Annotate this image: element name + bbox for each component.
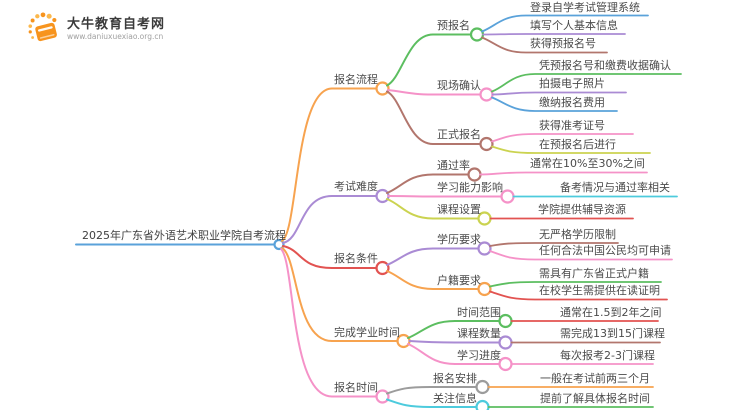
label-tongguolv[interactable]: 通过率 xyxy=(437,159,470,172)
label-beikao-xiangguan[interactable]: 备考情况与通过率相关 xyxy=(560,181,670,194)
edge-kaoshi-nandu xyxy=(282,195,333,244)
label-huode-yubaominghao[interactable]: 获得预报名号 xyxy=(530,37,596,50)
label-baoming-tiaojian[interactable]: 报名条件 xyxy=(334,252,378,265)
edge-zhengshi-baoming xyxy=(386,90,434,145)
node-xueli-yaoqiu[interactable] xyxy=(477,241,492,256)
edge-baoming-anpai xyxy=(386,386,431,395)
edge-xuexi-nengli xyxy=(387,195,434,198)
leafline-paishe-zhaopian xyxy=(491,91,627,96)
label-jiaona-feiyong[interactable]: 缴纳报名费用 xyxy=(539,96,605,109)
edge-kecheng-shezhi xyxy=(386,198,434,220)
node-xianchang-queren[interactable] xyxy=(479,87,494,102)
label-shijian-fanwei[interactable]: 时间范围 xyxy=(457,306,501,319)
label-kaoshi-nandu[interactable]: 考试难度 xyxy=(334,180,378,193)
node-guanzhu-xinxi[interactable] xyxy=(475,399,490,410)
edge-xuexi-jindu xyxy=(407,343,456,365)
label-xuexi-nengli[interactable]: 学习能力影响 xyxy=(437,181,503,194)
label-zhunkaozheng[interactable]: 获得准考证号 xyxy=(539,119,605,132)
node-baoming-tiaojian[interactable] xyxy=(375,260,390,276)
edge-shijian-fanwei xyxy=(407,320,456,339)
node-kecheng-shuliang[interactable] xyxy=(498,335,513,350)
node-baoming-liucheng[interactable] xyxy=(375,81,390,96)
node-tongguolv[interactable] xyxy=(467,167,482,182)
leafline-tianxie-xinxi xyxy=(482,33,626,36)
edge-huji-yaoqiu xyxy=(386,270,434,290)
root-node-handle[interactable] xyxy=(273,238,285,251)
leafline-jiaona-feiyong xyxy=(491,96,618,112)
label-wancheng-xueye[interactable]: 完成学业时间 xyxy=(334,326,400,339)
label-tianxie-xinxi[interactable]: 填写个人基本信息 xyxy=(530,19,618,32)
leafline-zaidu-zhengming xyxy=(489,290,668,301)
edge-baoming-shijian xyxy=(280,248,333,398)
label-paishe-zhaopian[interactable]: 拍摄电子照片 xyxy=(539,77,605,90)
label-zaidu-zhengming[interactable]: 在校学生需提供在读证明 xyxy=(539,284,660,297)
leafline-ping-shouju-queren xyxy=(491,73,682,93)
edge-guanzhu-xinxi xyxy=(386,398,431,408)
edge-xueli-yaoqiu xyxy=(386,247,434,266)
leafline-tongguolv-fanwei xyxy=(479,171,648,176)
leafline-zhunkaozheng xyxy=(491,133,634,143)
leafline-yubaoming-hou xyxy=(491,145,651,154)
leafline-wu-xueli-xianzhi xyxy=(489,242,619,247)
node-zhengshi-baoming[interactable] xyxy=(479,136,494,152)
label-guanzhu-xinxi[interactable]: 关注信息 xyxy=(433,392,477,405)
label-gongmin-shenqing[interactable]: 任何合法中国公民均可申请 xyxy=(539,244,671,257)
label-yubaoming[interactable]: 预报名 xyxy=(437,19,470,32)
label-wu-xueli-xianzhi[interactable]: 无严格学历限制 xyxy=(539,228,616,241)
label-denglu-xitong[interactable]: 登录自学考试管理系统 xyxy=(530,1,640,14)
label-baoming-anpai[interactable]: 报名安排 xyxy=(433,372,477,385)
label-kaoshi-qian[interactable]: 一般在考试前两三个月 xyxy=(540,372,650,385)
label-tiqian-liaojie[interactable]: 提前了解具体报名时间 xyxy=(540,392,650,405)
node-baoming-shijian[interactable] xyxy=(375,389,390,404)
label-baoming-shijian[interactable]: 报名时间 xyxy=(334,381,378,394)
label-xianchang-queren[interactable]: 现场确认 xyxy=(437,79,481,92)
label-1dian5-dao-2nian[interactable]: 通常在1.5到2年之间 xyxy=(560,306,662,319)
label-tongguolv-fanwei[interactable]: 通常在10%至30%之间 xyxy=(530,157,645,170)
label-kecheng-shezhi[interactable]: 课程设置 xyxy=(437,203,481,216)
site-logo[interactable]: 大牛教育自考网 www.daniuxuexiao.org.cn xyxy=(26,12,165,46)
label-guangdong-huji[interactable]: 需具有广东省正式户籍 xyxy=(539,267,649,280)
label-huji-yaoqiu[interactable]: 户籍要求 xyxy=(437,274,481,287)
label-baoming-liucheng[interactable]: 报名流程 xyxy=(334,73,378,86)
node-xuexi-nengli[interactable] xyxy=(500,189,515,204)
root-label[interactable]: 2025年广东省外语艺术职业学院自考流程 xyxy=(82,229,286,242)
label-2-3-men[interactable]: 每次报考2-3门课程 xyxy=(560,349,655,362)
leafline-guangdong-huji xyxy=(489,281,662,288)
logo-title: 大牛教育自考网 xyxy=(67,16,166,32)
label-xuexi-jindu[interactable]: 学习进度 xyxy=(457,349,501,362)
node-kaoshi-nandu[interactable] xyxy=(375,188,390,204)
label-zhengshi-baoming[interactable]: 正式报名 xyxy=(437,128,481,141)
edge-wancheng-xueye-shijian xyxy=(281,247,333,342)
label-xueli-yaoqiu[interactable]: 学历要求 xyxy=(437,233,481,246)
node-baoming-anpai[interactable] xyxy=(475,379,490,395)
edge-yubaoming xyxy=(386,33,434,87)
book-logo-icon xyxy=(28,12,57,42)
edge-xianchang-queren xyxy=(387,89,434,96)
leafline-denglu-xitong xyxy=(481,14,649,33)
label-yubaoming-hou[interactable]: 在预报名后进行 xyxy=(539,138,616,151)
label-ping-shouju-queren[interactable]: 凭预报名号和缴费收据确认 xyxy=(539,59,671,72)
logo-text-block: 大牛教育自考网 www.daniuxuexiao.org.cn xyxy=(67,17,165,42)
node-shijian-fanwei[interactable] xyxy=(498,313,513,329)
leafline-gongmin-shenqing xyxy=(489,250,673,261)
node-xuexi-jindu[interactable] xyxy=(498,356,513,372)
node-huji-yaoqiu[interactable] xyxy=(477,281,492,297)
edge-baoming-tiaojian xyxy=(282,245,333,269)
leafline-huode-yubaominghao xyxy=(481,36,608,54)
logo-url: www.daniuxuexiao.org.cn xyxy=(67,31,164,41)
edge-kecheng-shuliang xyxy=(408,340,456,344)
label-13-15-men[interactable]: 需完成13到15门课程 xyxy=(560,327,665,340)
edge-tongguolv xyxy=(386,173,434,194)
edge-baoming-liucheng xyxy=(281,87,333,242)
label-kecheng-shuliang[interactable]: 课程数量 xyxy=(457,327,501,340)
node-yubaoming[interactable] xyxy=(469,27,485,42)
label-fudao-ziyuan[interactable]: 学院提供辅导资源 xyxy=(538,203,626,216)
